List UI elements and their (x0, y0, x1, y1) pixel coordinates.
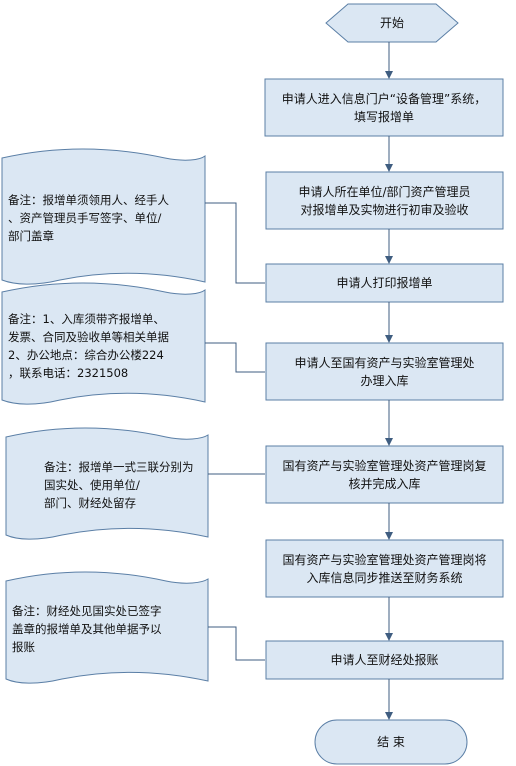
note-4-text: 备注：财经处见国实处已签字 盖章的报增单及其他单据予以 报账 (12, 604, 162, 654)
step-6-label: 国有资产与实验室管理处资产管理岗将 入库信息同步推送至财务系统 (282, 552, 487, 585)
step-1-box (264, 78, 504, 137)
end-label: 结 束 (377, 735, 405, 749)
note-2-shape (1, 282, 206, 405)
note-3-shape (5, 427, 209, 540)
step-2-label: 申请人所在单位/部门资产管理员 对报增单及实物进行初审及验收 (298, 184, 471, 217)
step-7-label: 申请人至财经处报账 (330, 653, 439, 667)
note-4-connector (208, 626, 265, 661)
end-shape (314, 719, 468, 765)
note-connectors (205, 202, 265, 661)
note-1-text: 备注：报增单须领用人、经手人 、资产管理员手写签字、单位/ 部门盖章 (8, 193, 169, 243)
step-1-label: 申请人进入信息门户“设备管理”系统， 填写报增单 (281, 91, 487, 124)
step-5-box (265, 445, 504, 504)
note-1-shape (1, 148, 206, 285)
note-1-connector (205, 202, 265, 284)
note-3-text: 备注：报增单一式三联分别为 国实处、使用单位/ 部门、财经处留存 (44, 460, 194, 510)
step-3-box (265, 263, 504, 303)
start-label: 开始 (379, 16, 404, 30)
step-6-box (265, 539, 504, 598)
start-shape (325, 3, 459, 43)
note-4-shape (5, 571, 209, 684)
step-7-box (265, 640, 504, 680)
note-2-connector (205, 342, 265, 373)
note-2-text: 备注：1、入库须带齐报增单、 发票、合同及验收单等相关单据 2、办公地点：综合办… (8, 312, 169, 380)
step-4-box (265, 342, 504, 401)
step-3-label: 申请人打印报增单 (336, 276, 433, 290)
step-2-box (265, 171, 504, 230)
step-4-label: 申请人至国有资产与实验室管理处 办理入库 (294, 355, 475, 388)
step-5-label: 国有资产与实验室管理处资产管理岗复 核并完成入库 (282, 458, 487, 491)
